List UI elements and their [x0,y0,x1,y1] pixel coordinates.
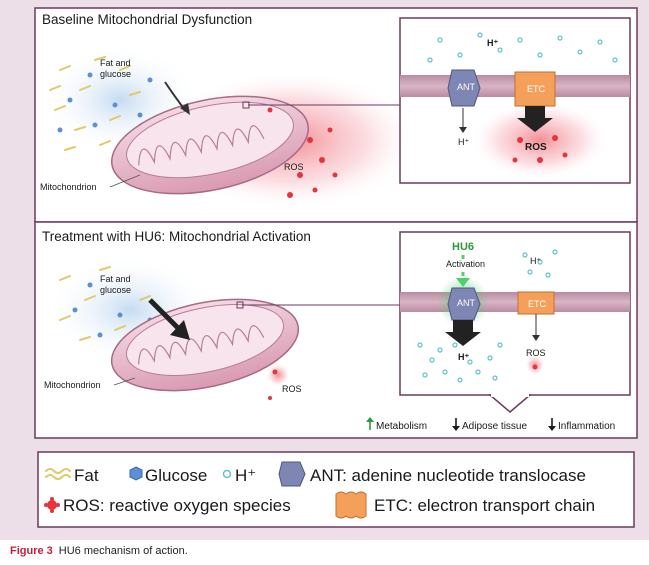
mitochondrion-bottom [110,298,300,392]
figure-caption-text: HU6 mechanism of action. [58,545,188,557]
mitochondrion-label-top: Mitochondrion [40,182,97,192]
top-panel-title: Baseline Mitochondrial Dysfunction [42,12,252,27]
etc-protein-bottom [517,291,555,315]
arrow-down-icon [548,418,556,431]
h-plus-below-bottom: H⁺ [458,352,469,362]
effect-metabolism: Metabolism [366,417,427,432]
bottom-panel-title: Treatment with HU6: Mitochondrial Activa… [42,229,311,244]
ros-label-inset-top: ROS [525,142,547,153]
fat-glucose-label-bottom-2: glucose [100,285,131,295]
etc-protein-top [514,71,556,107]
effect-metabolism-label: Metabolism [376,421,427,432]
glucose-icon [129,466,143,481]
ant-icon [278,461,306,487]
membrane-bottom [400,292,630,312]
legend-ant: ANT: adenine nucleotide translocase [278,461,586,487]
h-plus-particles-bottom-top [522,249,558,278]
inset-top: H⁺ ANT H⁺ ETC ROS [399,17,631,184]
nutrient-arrow-bottom [148,298,182,332]
fat-glucose-label-bottom-1: Fat and [100,274,131,284]
figure-background: Baseline Mitochondrial Dysfunction Fa [0,0,649,540]
arrow-down-icon [452,418,460,431]
arrow-up-icon [366,417,374,430]
ant-label-top: ANT [457,82,476,92]
legend-ant-label: ANT: adenine nucleotide translocase [310,466,586,485]
ant-label-bottom: ANT [457,298,476,308]
ros-label-bottom: ROS [282,384,302,394]
effect-inflammation-label: Inflammation [558,421,615,432]
legend-h-plus: H⁺ [222,466,256,485]
h-plus-particles-bottom-matrix [417,342,503,383]
h-plus-label-bottom: H⁺ [530,256,541,266]
legend-fat: Fat [45,466,99,485]
effect-inflammation: Inflammation [548,418,615,432]
figure-caption: Figure 3 HU6 mechanism of action. [10,545,188,557]
legend-h-plus-label: H⁺ [235,466,256,485]
hu6-label: HU6 [452,241,474,253]
ros-particles-top [267,107,338,198]
ros-label-inset-bottom: ROS [526,348,546,358]
legend-ros: ROS: reactive oxygen species [44,496,291,515]
fat-glucose-label-top-2: glucose [100,69,131,79]
activation-label: Activation [446,259,485,269]
legend-etc: ETC: electron transport chain [335,491,595,519]
mitochondrion-label-bottom: Mitochondrion [44,380,101,390]
mechanism-diagram: Baseline Mitochondrial Dysfunction Fa [34,7,638,528]
ant-protein-bottom [447,287,481,321]
effect-adipose: Adipose tissue [452,418,527,432]
figure-number: Figure 3 [10,545,53,557]
h-plus-arrow-bottom [445,320,481,346]
etc-label-bottom: ETC [528,299,547,309]
inset-bottom: HU6 Activation H⁺ ANT H⁺ ETC ROS [399,231,631,413]
legend-ros-label: ROS: reactive oxygen species [63,496,291,515]
h-plus-icon [222,469,232,479]
ros-particles-bottom [266,363,290,400]
h-plus-particles-top [427,32,618,63]
legend-etc-label: ETC: electron transport chain [374,496,595,515]
effects-row: Metabolism Adipose tissue Inflammation [366,417,615,432]
h-plus-label-top: H⁺ [487,38,498,48]
mitochondrion-top [110,95,310,195]
etc-icon [335,491,367,519]
etc-label-top: ETC [527,84,546,94]
ros-arrow-top [517,106,553,132]
ros-icon [44,497,60,513]
ros-label-top: ROS [284,162,304,172]
fat-icon [45,468,71,480]
legend-glucose: Glucose [129,466,207,485]
legend-glucose-label: Glucose [145,466,207,485]
ant-protein-top [447,69,481,107]
effect-adipose-label: Adipose tissue [462,421,527,432]
legend-fat-label: Fat [74,466,99,485]
fat-glucose-label-top-1: Fat and [100,58,131,68]
h-plus-below-top: H⁺ [458,137,469,147]
